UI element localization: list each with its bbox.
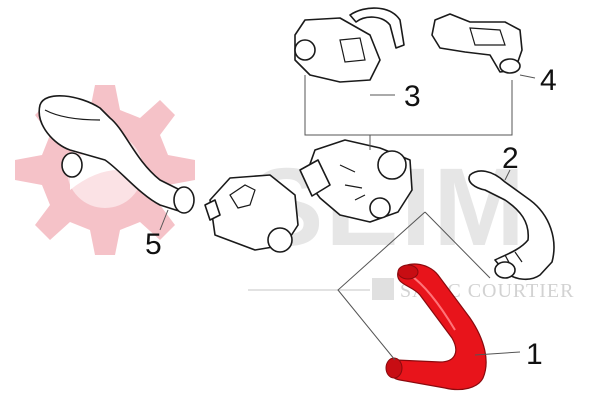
hose-5-seam [44,109,101,121]
callout-label-1: 1 [526,338,543,371]
housing-inlet [204,199,221,221]
valve-3-port [294,39,316,61]
egr-valve-3 [294,7,405,83]
watermark-mark-icon [372,278,394,300]
turbo-outlet [369,197,391,219]
bracket-3-4 [304,75,513,136]
turbo-inlet [377,150,407,180]
highlighted-turbo-hose [385,263,487,391]
hose-1-end-bottom [385,357,403,379]
callout-label-3: 3 [404,80,421,113]
valve-4-rib [469,27,506,46]
valve-3-body [294,17,381,83]
bracket-1 [337,211,491,361]
hose-5-end [173,186,195,214]
hose-1-body [388,263,487,391]
housing-bracket [229,184,256,209]
leader-5 [159,209,169,231]
housing-flange [267,227,293,253]
leader-2 [504,169,511,181]
callout-labels: 3 4 2 5 1 [145,64,557,371]
callout-lines [159,74,536,361]
valve-3-rib [339,37,366,63]
callout-label-4: 4 [540,64,557,97]
air-intake-hose [38,94,195,214]
leader-4 [519,74,536,79]
turbo-vanes [339,164,366,201]
callout-label-5: 5 [145,228,162,261]
valve-3-pipe [349,7,405,49]
egr-valve-4 [431,13,523,74]
hose-1-end-top [397,264,419,280]
turbo-flange [299,159,331,197]
intercooler-hose [468,170,555,281]
hose-5-port [61,152,83,178]
hose-1-highlight [409,274,456,331]
turbocharger-assembly [299,139,413,223]
hose-2-end [494,261,516,279]
egr-cooler-housing [204,174,299,253]
valve-4-port [499,58,521,74]
callout-label-2: 2 [502,142,519,175]
leader-1 [474,351,521,356]
